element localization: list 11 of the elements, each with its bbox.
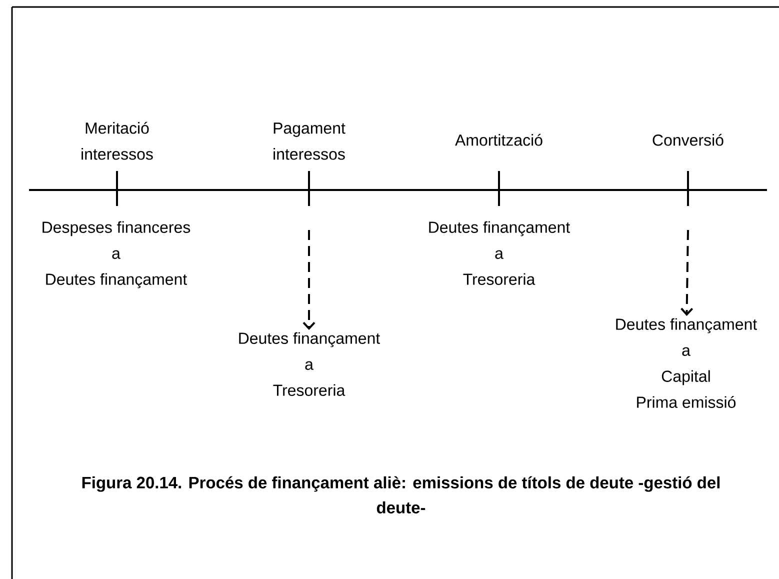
dashed-arrow: [302, 230, 316, 330]
event-label: Pagament interessos: [274, 122, 346, 160]
journal-entry: Deutes finançament a Tresoreria: [429, 221, 570, 285]
dashed-arrow: [680, 230, 694, 316]
event-label: Amortització: [455, 134, 542, 146]
caption: Figura 20.14. Procés de finançament aliè: emissions de títols de deute -gestió del deute-: [82, 476, 720, 514]
event-label: Meritació interessos: [82, 122, 153, 160]
event-label: Conversió: [652, 134, 724, 146]
journal-entry: Deutes finançament a Capital Prima emissió: [616, 318, 757, 408]
journal-entry: Deutes finançament a Tresoreria: [239, 332, 380, 396]
journal-entry: Despeses financeres a Deutes finançament: [42, 221, 190, 288]
